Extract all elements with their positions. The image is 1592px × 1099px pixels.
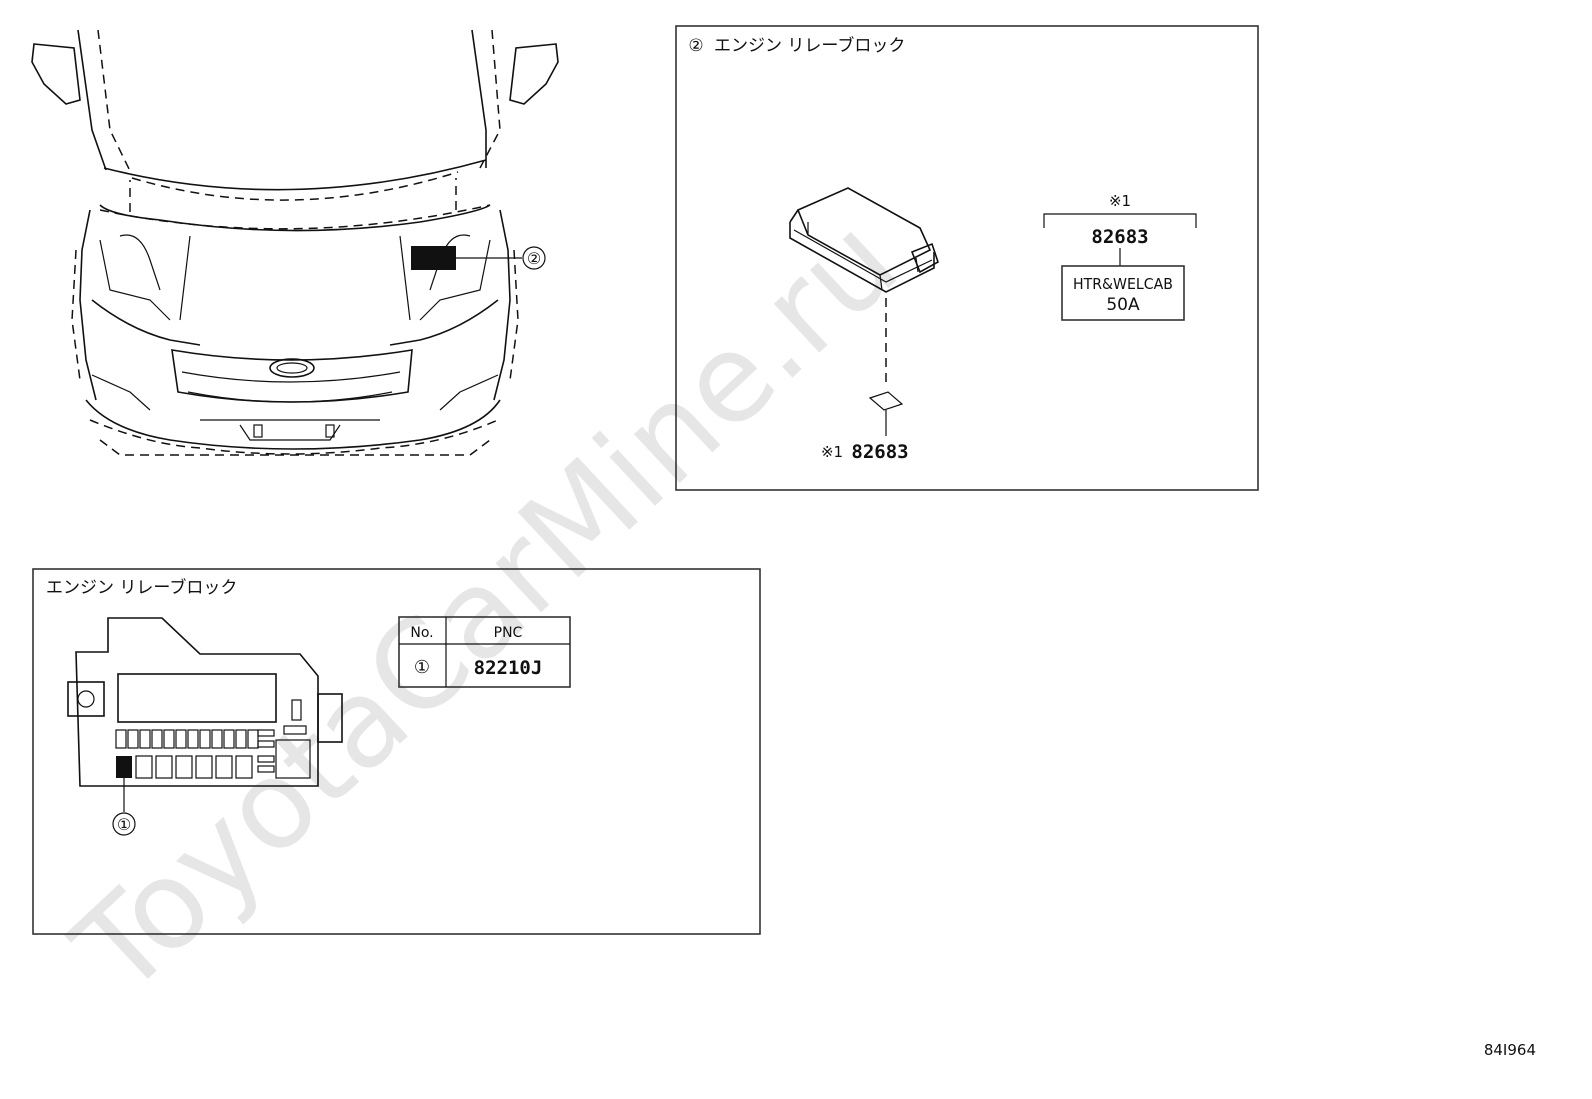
- relay-block-layout-diagram: [67, 617, 343, 836]
- fuse-label-box: [1061, 265, 1185, 321]
- label-sticker-icon: [868, 391, 904, 411]
- pnc-table-cell-no: ①: [414, 657, 430, 678]
- relay-block-panel-frame: [32, 568, 761, 935]
- note-mark-top: ※1: [1109, 192, 1131, 210]
- watermark-text: ToyotaCarMine.ru: [47, 190, 924, 1021]
- part-number-top: 82683: [1091, 226, 1148, 248]
- bottom-part-number: 82683: [851, 441, 908, 463]
- relay-block-location-marker: [411, 246, 456, 270]
- fuse-label-line1: HTR&WELCAB: [1073, 275, 1173, 293]
- relay-block-3d-icon: [789, 187, 939, 293]
- vehicle-callout-2: ②: [527, 249, 541, 268]
- pnc-table-cell-pnc: 82210J: [474, 657, 543, 679]
- detail-panel-frame: [675, 25, 1259, 491]
- vehicle-front-illustration: [31, 29, 559, 456]
- drawing-code: 84I964: [1484, 1041, 1536, 1059]
- pnc-table-header-pnc: PNC: [494, 625, 523, 641]
- detail-panel-title: エンジン リレーブロック: [714, 35, 905, 56]
- pnc-table: [398, 616, 571, 688]
- pnc-table-header-no: No.: [410, 625, 433, 641]
- relay-block-panel-title: エンジン リレーブロック: [46, 577, 237, 598]
- relay-block-callout-1: ①: [117, 815, 131, 834]
- detail-panel-marker: ②: [688, 36, 703, 56]
- bottom-note-mark: ※1: [821, 443, 843, 461]
- fuse-label-line2: 50A: [1106, 295, 1140, 315]
